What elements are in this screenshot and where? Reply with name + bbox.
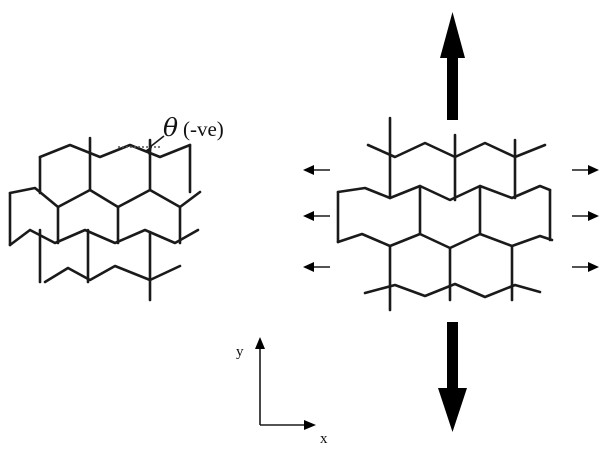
left-arrow-head	[303, 165, 314, 175]
angle-arrowhead	[146, 146, 152, 157]
angle-symbol-label: θ	[163, 113, 178, 142]
left-arrow-head	[303, 211, 314, 221]
x-axis-label: x	[320, 431, 328, 447]
arrow-shaft-up	[447, 55, 458, 120]
lateral-expansion-arrows-right	[572, 165, 599, 272]
right-arrow-head	[588, 211, 599, 221]
lattice-zigzag-row	[8, 228, 200, 247]
coordinate-axes: y x	[236, 337, 328, 447]
arrow-shaft-down	[447, 322, 458, 392]
right-arrow-head	[588, 165, 599, 175]
lattice-zigzag-row	[43, 264, 182, 284]
y-axis-arrowhead	[255, 337, 265, 349]
angle-leader-line	[149, 135, 165, 148]
lateral-expansion-arrows-left	[303, 165, 330, 272]
y-axis-label: y	[236, 344, 244, 360]
lattice-zigzag-row	[363, 282, 542, 299]
x-axis-arrowhead	[304, 420, 316, 430]
lattice-zigzag-row	[38, 143, 192, 159]
deformed-lattice	[336, 116, 554, 312]
lattice-zigzag-row	[8, 186, 202, 209]
angle-sign-note: (-ve)	[183, 117, 224, 141]
lattice-zigzag-row	[336, 184, 552, 202]
angle-annotation: θ (-ve)	[118, 113, 224, 157]
lattice-zigzag-row	[366, 141, 547, 159]
undeformed-lattice	[8, 136, 202, 302]
left-arrow-head	[303, 262, 314, 272]
right-arrow-head	[588, 262, 599, 272]
arrow-head-up	[440, 12, 465, 58]
arrow-head-down	[438, 388, 467, 432]
tensile-load-arrows	[438, 12, 467, 432]
lattice-zigzag-row	[336, 232, 554, 250]
